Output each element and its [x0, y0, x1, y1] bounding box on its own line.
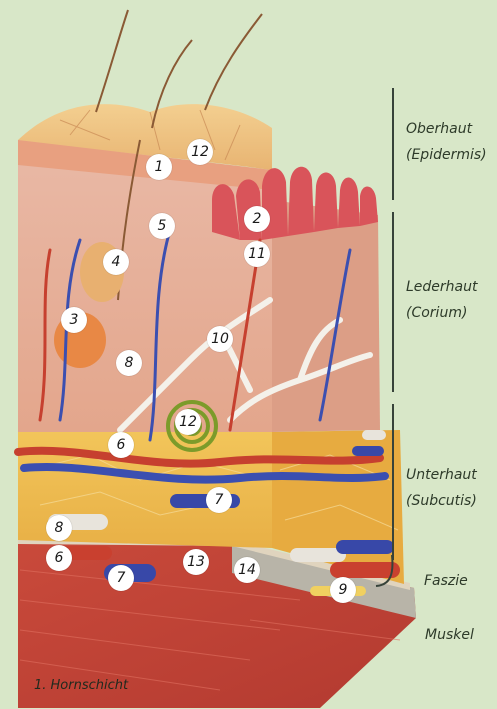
- bracket-subcutis: [392, 404, 394, 560]
- marker-10: 10: [207, 326, 233, 352]
- marker-7-subcutis: 7: [206, 487, 232, 513]
- marker-14: 14: [234, 557, 260, 583]
- label-epidermis: (Epidermis): [406, 144, 487, 166]
- marker-11: 11: [244, 241, 270, 267]
- label-oberhaut: Oberhaut: [406, 118, 472, 140]
- marker-5: 5: [149, 213, 175, 239]
- marker-6-subcutis: 6: [46, 545, 72, 571]
- marker-12-top: 12: [187, 139, 213, 165]
- marker-9: 9: [330, 577, 356, 603]
- marker-3: 3: [61, 307, 87, 333]
- marker-8-dermis: 8: [116, 350, 142, 376]
- label-corium: (Corium): [406, 302, 467, 324]
- marker-13: 13: [183, 549, 209, 575]
- marker-1: 1: [146, 154, 172, 180]
- bracket-dermis: [392, 212, 394, 392]
- label-faszie: Faszie: [424, 570, 468, 592]
- marker-2: 2: [244, 206, 270, 232]
- marker-7-bottom: 7: [108, 565, 134, 591]
- label-unterhaut: Unterhaut: [406, 464, 477, 486]
- label-lederhaut: Lederhaut: [406, 276, 477, 298]
- marker-8-subcutis: 8: [46, 515, 72, 541]
- label-subcutis: (Subcutis): [406, 490, 477, 512]
- bracket-epidermis: [392, 88, 394, 200]
- marker-6-dermis: 6: [108, 432, 134, 458]
- marker-12-gland: 12: [175, 409, 201, 435]
- label-muskel: Muskel: [425, 624, 474, 646]
- marker-4: 4: [103, 249, 129, 275]
- caption-hornschicht: 1. Hornschicht: [34, 678, 128, 693]
